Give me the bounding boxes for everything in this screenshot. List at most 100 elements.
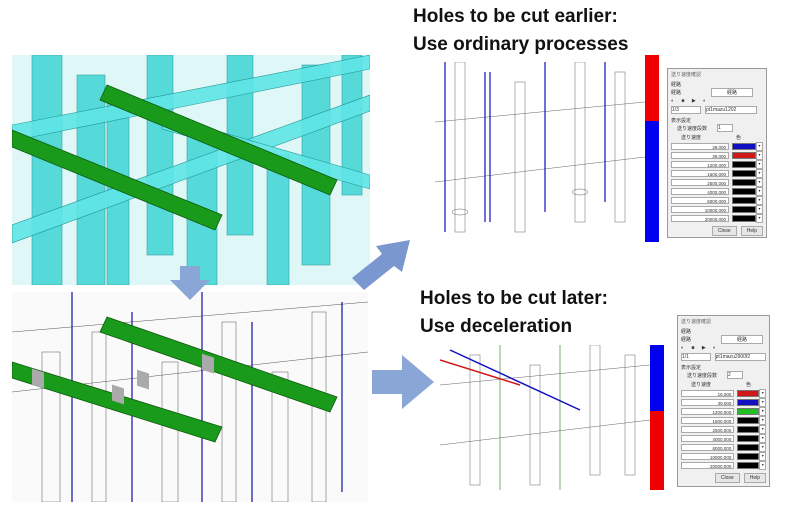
chevron-down-icon[interactable]: ▾	[759, 451, 766, 461]
color-swatch[interactable]	[732, 205, 756, 213]
speed-row: 39.000 ▾	[671, 141, 763, 151]
speed-row: 1600.000 ▾	[681, 415, 766, 425]
color-swatch[interactable]	[737, 434, 760, 442]
color-swatch[interactable]	[737, 443, 760, 451]
chevron-down-icon[interactable]: ▾	[756, 186, 763, 196]
chevron-down-icon[interactable]: ▾	[759, 424, 766, 434]
speed-value[interactable]: 39.000	[671, 151, 729, 159]
speed-value[interactable]: 1600.000	[681, 416, 735, 424]
title-earlier-line1: Holes to be cut earlier:	[413, 6, 618, 27]
color-swatch[interactable]	[737, 407, 760, 415]
speed-row: 39.000 ▾	[681, 397, 766, 407]
speed-row: 16.000 ▾	[681, 388, 766, 398]
speed-value[interactable]: 1200.000	[681, 407, 735, 415]
color-swatch[interactable]	[737, 425, 760, 433]
arrow-right-icon	[372, 355, 434, 409]
color-swatch[interactable]	[732, 178, 756, 186]
chevron-down-icon[interactable]: ▾	[759, 397, 766, 407]
chevron-down-icon[interactable]: ▾	[759, 388, 766, 398]
scene-pipes-wireframe	[12, 292, 368, 502]
levels-stepper[interactable]: 1	[717, 124, 733, 132]
speed-row: 20000.000 ▾	[671, 213, 763, 223]
route-select[interactable]: 経路	[711, 87, 753, 97]
speed-value[interactable]: 2500.000	[671, 178, 729, 186]
speed-row: 1600.000 ▾	[671, 168, 763, 178]
speed-value[interactable]: 10000.000	[671, 205, 729, 213]
color-swatch[interactable]	[732, 169, 756, 177]
speed-row: 10000.000 ▾	[671, 204, 763, 214]
chevron-down-icon[interactable]: ▾	[756, 150, 763, 160]
play-controls[interactable]: ◐ ■ ▶ ◐	[681, 345, 720, 351]
speed-value[interactable]: 1600.000	[671, 169, 729, 177]
chevron-down-icon[interactable]: ▾	[759, 460, 766, 470]
color-swatch[interactable]	[732, 187, 756, 195]
title-later-line1: Holes to be cut later:	[420, 288, 608, 309]
file-select[interactable]: pt1mazu2900f2	[714, 353, 766, 361]
speed-row: 1200.000 ▾	[671, 159, 763, 169]
speed-value[interactable]: 1200.000	[671, 160, 729, 168]
color-swatch[interactable]	[737, 461, 760, 469]
color-swatch[interactable]	[737, 389, 760, 397]
speed-value[interactable]: 20000.000	[681, 461, 735, 469]
chevron-down-icon[interactable]: ▾	[759, 433, 766, 443]
speed-row: 1200.000 ▾	[681, 406, 766, 416]
color-swatch[interactable]	[732, 196, 756, 204]
color-swatch[interactable]	[732, 214, 756, 222]
speed-row: 10000.000 ▾	[681, 451, 766, 461]
scene-pipes-translucent	[12, 55, 370, 285]
route-group-label: 経路	[681, 329, 692, 335]
chevron-down-icon[interactable]: ▾	[759, 415, 766, 425]
speed-row: 4000.000 ▾	[671, 186, 763, 196]
chevron-down-icon[interactable]: ▾	[756, 141, 763, 151]
color-swatch[interactable]	[732, 142, 756, 150]
color-bar-blue-2	[650, 345, 664, 411]
color-header: 色	[736, 134, 742, 141]
page-field[interactable]: 1/1	[681, 353, 711, 361]
page-field[interactable]: 1/3	[671, 106, 701, 114]
color-swatch[interactable]	[737, 416, 760, 424]
chevron-down-icon[interactable]: ▾	[759, 442, 766, 452]
speed-value[interactable]: 20000.000	[671, 214, 729, 222]
help-button[interactable]: Help	[743, 473, 766, 483]
title-earlier-line2: Use ordinary processes	[413, 34, 629, 55]
color-swatch[interactable]	[732, 160, 756, 168]
color-swatch[interactable]	[732, 151, 756, 159]
close-button[interactable]: Close	[711, 226, 737, 236]
display-group-label: 表示設定	[671, 118, 692, 124]
chevron-down-icon[interactable]: ▾	[756, 195, 763, 205]
levels-stepper[interactable]: 2	[727, 371, 743, 379]
chevron-down-icon[interactable]: ▾	[756, 204, 763, 214]
chevron-down-icon[interactable]: ▾	[759, 406, 766, 416]
color-bar-red	[645, 55, 659, 121]
close-button[interactable]: Close	[714, 473, 740, 483]
chevron-down-icon[interactable]: ▾	[756, 177, 763, 187]
speed-value[interactable]: 6000.000	[671, 196, 729, 204]
speed-value[interactable]: 39.000	[671, 142, 729, 150]
feed-rate-dialog-earlier: 送り速度確認 経路 経路 経路 ◐ ■ ▶ ◐ 1/3 pt1mazu1202 …	[667, 68, 767, 238]
route-label: 経路	[681, 336, 692, 343]
color-swatch[interactable]	[737, 452, 760, 460]
route-group-label: 経路	[671, 82, 682, 88]
dialog-title: 送り速度確認	[671, 72, 702, 78]
speed-header: 送り速度	[681, 134, 702, 141]
speed-value[interactable]: 10000.000	[681, 452, 735, 460]
chevron-down-icon[interactable]: ▾	[756, 159, 763, 169]
chevron-down-icon[interactable]: ▾	[756, 213, 763, 223]
speed-row: 6000.000 ▾	[681, 442, 766, 452]
play-controls[interactable]: ◐ ■ ▶ ◐	[671, 98, 710, 104]
file-select[interactable]: pt1mazu1202	[705, 106, 757, 114]
speed-value[interactable]: 6000.000	[681, 443, 735, 451]
feed-rate-dialog-later: 送り速度確認 経路 経路 経路 ◐ ■ ▶ ◐ 1/1 pt1mazu2900f…	[677, 315, 770, 487]
chevron-down-icon[interactable]: ▾	[756, 168, 763, 178]
color-swatch[interactable]	[737, 398, 760, 406]
route-select[interactable]: 経路	[721, 334, 763, 344]
speed-value[interactable]: 2500.000	[681, 425, 735, 433]
title-later-line2: Use deceleration	[420, 316, 573, 337]
speed-value[interactable]: 4000.000	[671, 187, 729, 195]
speed-value[interactable]: 4000.000	[681, 434, 735, 442]
speed-header: 送り速度	[691, 381, 712, 388]
speed-value[interactable]: 39.000	[681, 398, 735, 406]
dialog-title: 送り速度確認	[681, 319, 712, 325]
help-button[interactable]: Help	[740, 226, 763, 236]
speed-value[interactable]: 16.000	[681, 389, 735, 397]
